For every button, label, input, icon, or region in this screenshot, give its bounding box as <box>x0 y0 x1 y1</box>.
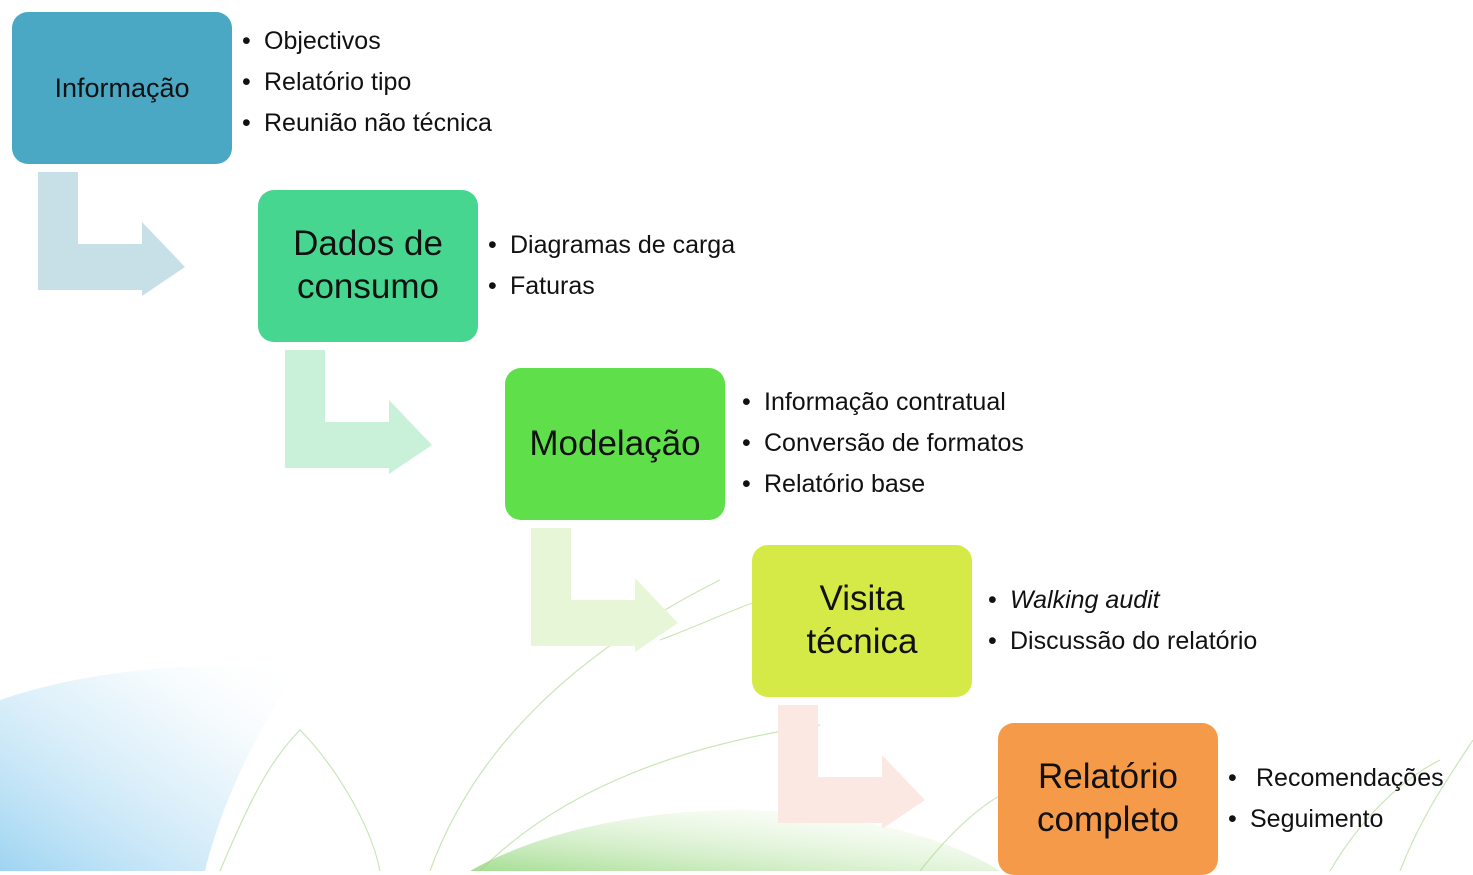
bullet-item: Informação contratual <box>740 382 1024 423</box>
bullet-list-informacao: Objectivos Relatório tipo Reunião não té… <box>240 21 492 144</box>
step-title-line: Relatório <box>1037 757 1179 797</box>
bullet-list-dados-de-consumo: Diagramas de carga Faturas <box>486 225 735 307</box>
bullet-item: Discussão do relatório <box>986 621 1257 662</box>
bent-arrow-2 <box>285 350 432 474</box>
bullet-list-relatorio-completo: Recomendações Seguimento <box>1226 758 1444 840</box>
bullet-item: Objectivos <box>240 21 492 62</box>
step-box-informacao: Informação <box>12 12 232 164</box>
step-title-line: Modelação <box>529 423 701 463</box>
bullet-item: Relatório tipo <box>240 62 492 103</box>
step-box-relatorio-completo: Relatório completo <box>998 723 1218 875</box>
step-title-line: Dados de <box>293 224 443 264</box>
step-title-line: técnica <box>806 622 918 661</box>
bullet-item: Walking audit <box>986 580 1257 621</box>
bullet-item: Recomendações <box>1226 758 1444 799</box>
bullet-item: Faturas <box>486 266 735 307</box>
step-box-modelacao: Modelação <box>505 368 725 520</box>
bullet-list-visita-tecnica: Walking audit Discussão do relatório <box>986 580 1257 662</box>
step-title-line: consumo <box>296 267 439 306</box>
bullet-item: Conversão de formatos <box>740 423 1024 464</box>
bullet-item: Relatório base <box>740 464 1024 505</box>
step-box-dados-de-consumo: Dados de consumo <box>258 190 478 342</box>
bent-arrow-1 <box>38 172 185 296</box>
step-box-visita-tecnica: Visita técnica <box>752 545 972 697</box>
step-title-line: completo <box>1036 800 1180 839</box>
bullet-list-modelacao: Informação contratual Conversão de forma… <box>740 382 1024 505</box>
step-title-line: Visita <box>819 579 905 619</box>
bullet-item: Reunião não técnica <box>240 103 492 144</box>
bullet-item: Diagramas de carga <box>486 225 735 266</box>
step-title-line: Informação <box>54 72 190 103</box>
bullet-item: Seguimento <box>1226 799 1444 840</box>
bent-arrow-3 <box>531 528 678 652</box>
bent-arrow-4 <box>778 705 925 829</box>
